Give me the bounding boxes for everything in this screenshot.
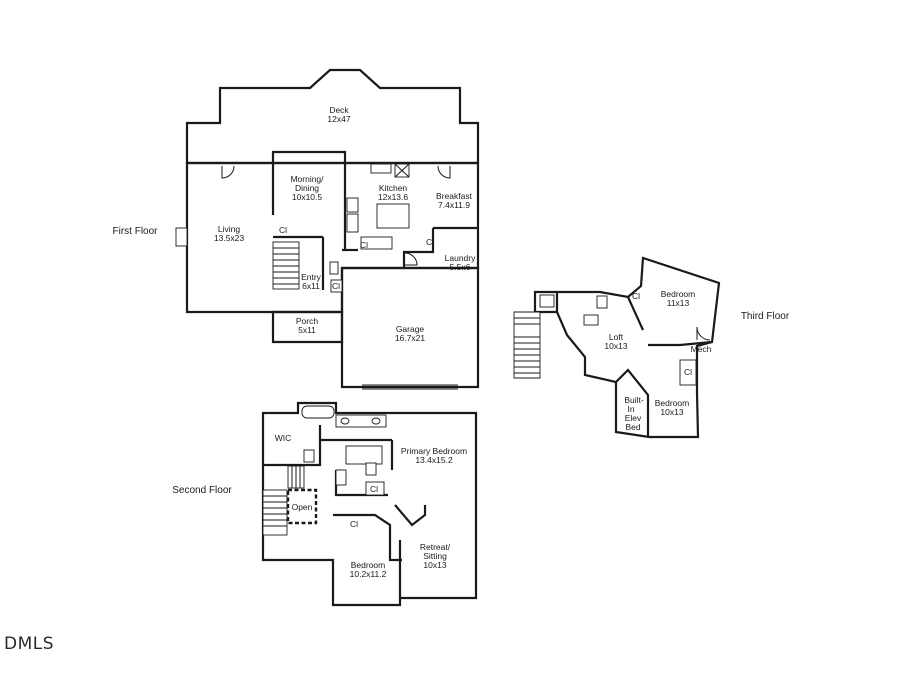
retreat-name1: Retreat/: [420, 542, 451, 552]
third-floor-stairs: [513, 311, 541, 379]
door-swing: [221, 165, 235, 179]
porch-name: Porch: [296, 316, 318, 326]
closet-label: Cl: [632, 291, 640, 301]
breakfast-name: Breakfast: [436, 191, 473, 201]
kitchen-island: [376, 203, 410, 229]
closet-box: [330, 279, 343, 293]
builtin-l1: Built-: [624, 395, 644, 405]
linen: [365, 481, 385, 496]
bedroom2-name: Bedroom: [351, 560, 386, 570]
open-to-below: [286, 488, 318, 525]
builtin-l2: In: [627, 404, 634, 414]
retreat-wall: [394, 504, 427, 527]
bedroom2-wall: [333, 513, 402, 562]
open-label: Open: [292, 502, 313, 512]
primary-bedroom-size: 13.4x15.2: [415, 455, 453, 465]
closet-label: Cl: [684, 367, 692, 377]
laundry-wall: [402, 228, 435, 268]
range-stove: [346, 213, 359, 233]
closet-label: Cl: [332, 281, 340, 291]
third-floor-walls: [533, 256, 721, 439]
watermark-logo: DMLS: [4, 634, 55, 654]
door-swing: [404, 252, 418, 266]
fireplace: [175, 227, 188, 247]
vanity-2: [335, 469, 347, 486]
deck-outline: [185, 68, 480, 165]
third-floor-label: Third Floor: [741, 311, 790, 322]
garage-name: Garage: [396, 324, 425, 334]
first-floor-label: First Floor: [113, 226, 159, 237]
door-swing: [437, 165, 451, 179]
second-floor-label: Second Floor: [172, 485, 232, 496]
porch-size: 5x11: [298, 325, 316, 335]
bathtub: [301, 405, 335, 419]
closet-box: [679, 359, 697, 386]
loft-name: Loft: [609, 332, 624, 342]
wic-wall: [263, 425, 322, 467]
kitchen-name: Kitchen: [379, 183, 408, 193]
morning-dining-name2: Dining: [295, 183, 319, 193]
bedroom3b-size: 10x13: [660, 407, 683, 417]
porch-walls: [271, 310, 344, 344]
closet-label: Cl: [426, 237, 434, 247]
mech-wall: [679, 340, 713, 347]
builtin-l4: Bed: [625, 422, 640, 432]
garage-walls: [340, 266, 480, 389]
second-floor-walls: [261, 401, 478, 607]
powder-toilet: [329, 261, 339, 275]
first-floor-stairs: [272, 241, 300, 290]
door-swing: [696, 326, 711, 341]
kitchen-sink: [370, 163, 392, 174]
entry-name: Entry: [301, 272, 322, 282]
deck-name: Deck: [329, 105, 349, 115]
closet-label: Cl: [350, 519, 358, 529]
refrigerator: [346, 197, 359, 213]
sink-cabinet: [539, 294, 555, 308]
second-floor-stairs: [262, 465, 305, 536]
bedroom3a-size: 11x13: [667, 298, 690, 308]
closet-label: Cl: [370, 484, 378, 494]
bedroom3a-name: Bedroom: [661, 289, 696, 299]
closet-label: Cl: [360, 240, 368, 250]
garage-size: 16.7x21: [395, 333, 426, 343]
third-floor-plan: Third Floor Bedroom 11x13 Loft 10x13 Mec…: [513, 256, 790, 439]
elev-bed-wall: [615, 368, 650, 437]
deck-size: 12x47: [327, 114, 350, 124]
toilet: [365, 462, 377, 476]
first-floor-plan: First Floor Deck 12x47 Morning/ Dining 1…: [113, 68, 480, 390]
retreat-name2: Sitting: [423, 551, 447, 561]
toilet: [596, 295, 608, 309]
second-floor-plan: Second Floor WIC Primary Bedroom 13.4x15…: [172, 401, 478, 607]
kitchen-size: 12x13.6: [378, 192, 409, 202]
sink: [583, 314, 599, 326]
entry-size: 6x11: [302, 281, 320, 291]
builtin-l3: Elev: [625, 413, 642, 423]
morning-dining-size: 10x10.5: [292, 192, 323, 202]
closet-label: Cl: [279, 225, 287, 235]
laundry-size: 5.5x6: [450, 262, 471, 272]
living-name: Living: [218, 224, 240, 234]
dining-wall: [271, 150, 347, 215]
shower: [345, 445, 383, 465]
counter: [360, 236, 393, 250]
toilet: [303, 449, 315, 463]
wic-label: WIC: [275, 433, 292, 443]
bedroom-wall: [626, 296, 645, 331]
mech-label: Mech: [691, 344, 712, 354]
morning-dining-name1: Morning/: [290, 174, 324, 184]
loft-size: 10x13: [604, 341, 627, 351]
living-size: 13.5x23: [214, 233, 245, 243]
laundry-name: Laundry: [445, 253, 476, 263]
retreat-size: 10x13: [423, 560, 446, 570]
bedroom3b-name: Bedroom: [655, 398, 690, 408]
breakfast-size: 7.4x11.9: [438, 200, 470, 210]
primary-bedroom-name: Primary Bedroom: [401, 446, 467, 456]
bedroom2-size: 10.2x11.2: [350, 569, 387, 579]
